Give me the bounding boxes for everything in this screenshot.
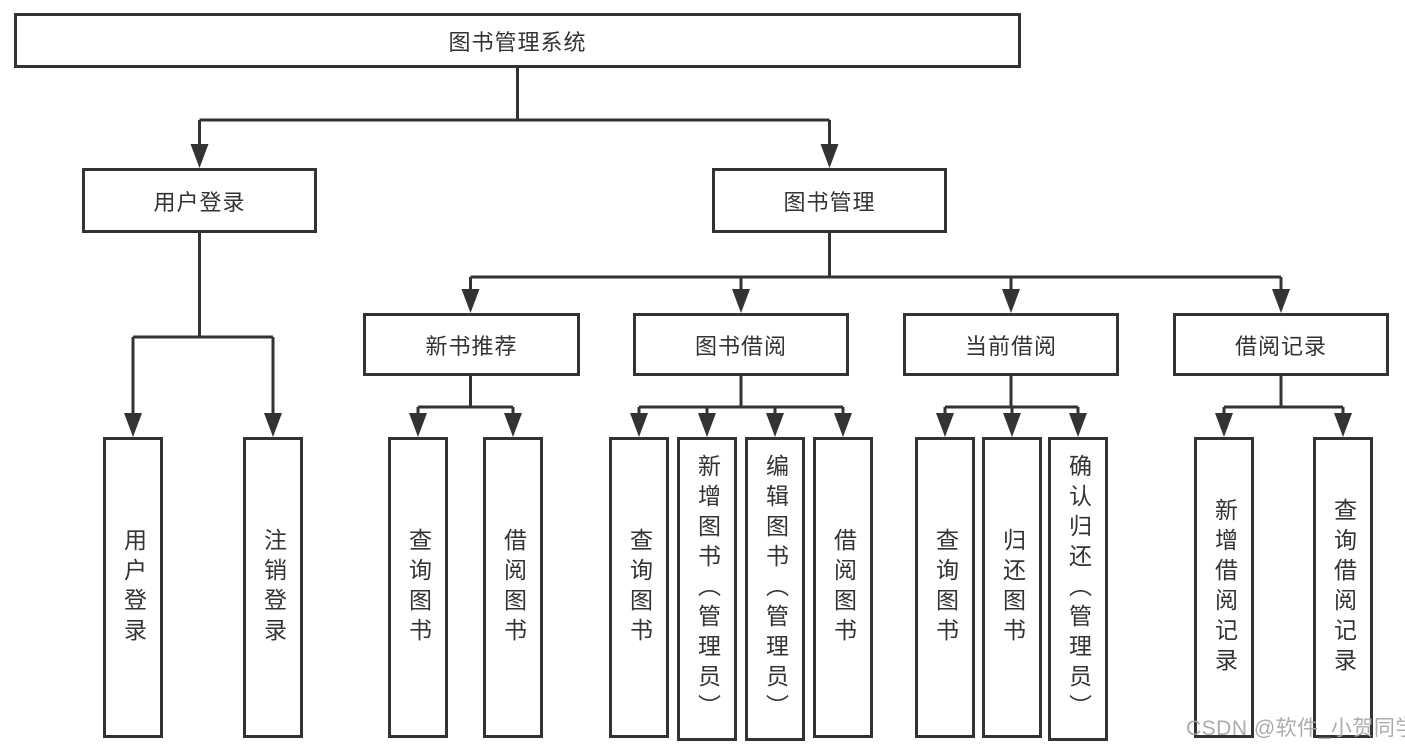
node-label: 查询借阅记录: [1330, 497, 1357, 678]
leaf-edit-book-admin: 编辑图书（管理员）: [745, 437, 805, 741]
node-new-book-recommend: 新书推荐: [363, 313, 580, 376]
arrowhead-icon: [630, 413, 648, 437]
connector-current-borrow-branch: [936, 376, 1087, 437]
node-label: 当前借阅: [964, 333, 1057, 359]
arrowhead-icon: [1003, 413, 1021, 437]
arrowhead-icon: [1069, 413, 1087, 437]
arrowhead-icon: [1272, 289, 1290, 313]
arrowhead-icon: [820, 144, 839, 168]
node-label: 用户登录: [153, 189, 246, 215]
leaf-confirm-return-admin: 确认归还（管理员）: [1048, 437, 1108, 741]
connector-user-login-branch: [124, 233, 282, 437]
node-label: 用户登录: [120, 527, 147, 648]
connector-root-to-level2: [190, 68, 839, 168]
node-label: 归还图书: [999, 527, 1026, 648]
node-borrow-record: 借阅记录: [1173, 313, 1389, 376]
node-label: 图书管理: [783, 189, 876, 215]
leaf-query-book-borrow: 查询图书: [609, 437, 669, 738]
node-label: 借阅记录: [1234, 333, 1327, 359]
arrowhead-icon: [936, 413, 954, 437]
node-label: 借阅图书: [500, 527, 527, 648]
leaf-borrow-book-recommend: 借阅图书: [483, 437, 543, 738]
arrowhead-icon: [504, 413, 522, 437]
node-label: 新增借阅记录: [1211, 497, 1238, 678]
node-book-management: 图书管理: [712, 168, 947, 233]
connector-new-book-branch: [409, 376, 522, 437]
leaf-add-borrow-record: 新增借阅记录: [1194, 437, 1254, 738]
csdn-watermark: CSDN @软件_小贺同学: [1186, 717, 1405, 740]
leaf-add-book-admin: 新增图书（管理员）: [677, 437, 737, 741]
leaf-return-book: 归还图书: [982, 437, 1042, 738]
leaf-query-book-current: 查询图书: [915, 437, 975, 738]
arrowhead-icon: [1002, 289, 1020, 313]
arrowhead-icon: [124, 413, 142, 437]
arrowhead-icon: [461, 289, 480, 313]
arrowhead-icon: [766, 413, 784, 437]
node-label: 新增图书（管理员）: [694, 454, 721, 724]
leaf-query-borrow-record: 查询借阅记录: [1313, 437, 1373, 738]
node-label: 图书借阅: [694, 333, 787, 359]
node-book-borrow: 图书借阅: [633, 313, 849, 376]
node-label: 确认归还（管理员）: [1065, 454, 1092, 724]
node-label: 编辑图书（管理员）: [762, 454, 789, 724]
leaf-logout: 注销登录: [243, 437, 303, 738]
node-root-system: 图书管理系统: [14, 13, 1021, 68]
node-current-borrow: 当前借阅: [903, 313, 1119, 376]
arrowhead-icon: [1215, 413, 1233, 437]
node-label: 图书管理系统: [448, 29, 587, 55]
leaf-borrow-book: 借阅图书: [813, 437, 873, 738]
connector-borrow-record-branch: [1215, 376, 1352, 437]
connector-book-mgmt-branch: [461, 233, 1290, 313]
arrowhead-icon: [264, 413, 282, 437]
arrowhead-icon: [409, 413, 427, 437]
arrowhead-icon: [732, 289, 750, 313]
arrowhead-icon: [698, 413, 716, 437]
node-label: 查询图书: [932, 527, 959, 648]
node-label: 查询图书: [405, 527, 432, 648]
arrowhead-icon: [1334, 413, 1352, 437]
node-user-login: 用户登录: [82, 168, 317, 233]
node-label: 查询图书: [626, 527, 653, 648]
connector-book-borrow-branch: [630, 376, 852, 437]
leaf-user-login: 用户登录: [103, 437, 163, 738]
node-label: 借阅图书: [830, 527, 857, 648]
node-label: 新书推荐: [425, 333, 518, 359]
arrowhead-icon: [190, 144, 209, 168]
node-label: 注销登录: [260, 527, 287, 648]
leaf-query-book-recommend: 查询图书: [388, 437, 448, 738]
arrowhead-icon: [834, 413, 852, 437]
